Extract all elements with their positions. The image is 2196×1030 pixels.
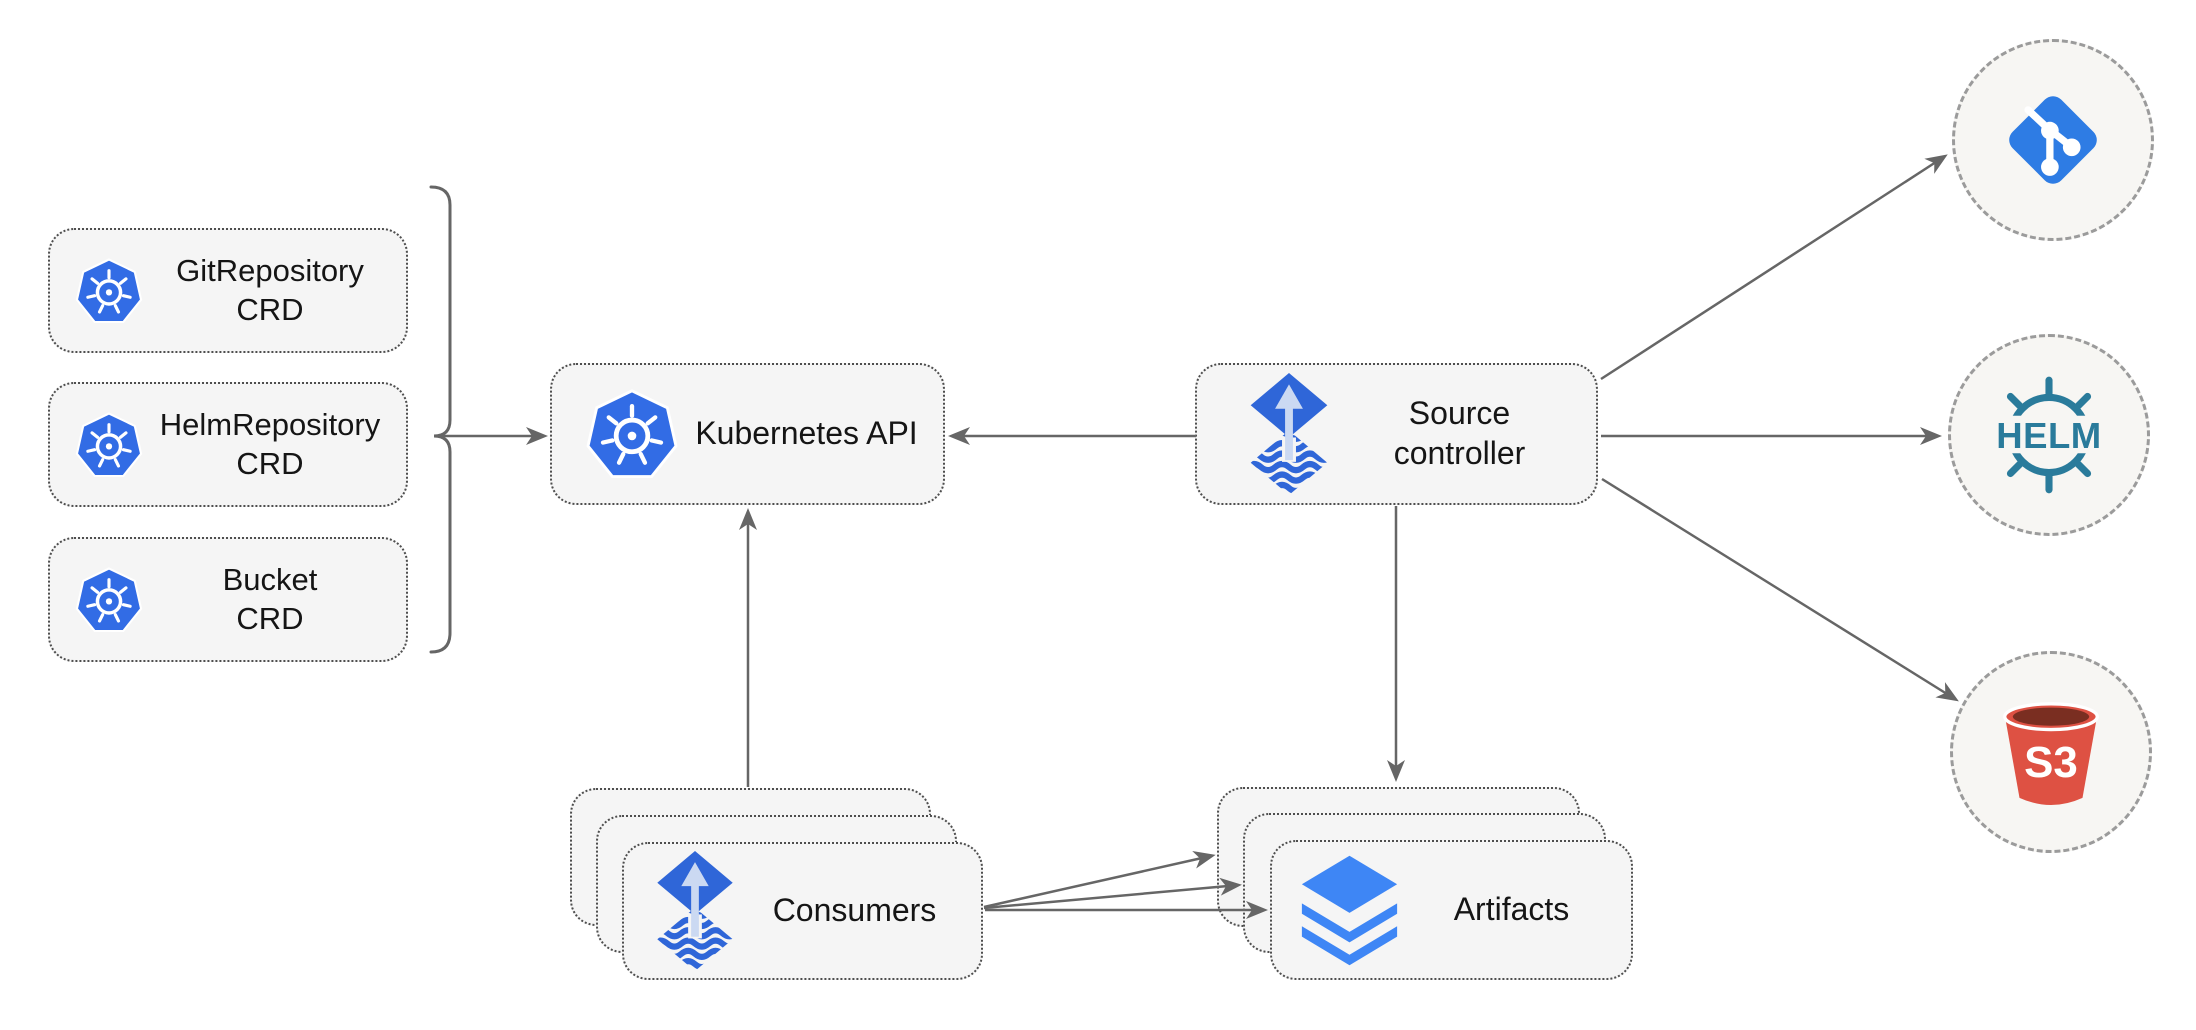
kubernetes-icon — [74, 255, 144, 327]
s3-label: S3 — [2024, 738, 2078, 787]
arrow-source-to-git — [1600, 154, 1948, 381]
node-helm-endpoint: HELM — [1948, 334, 2150, 536]
s3-bucket-icon: S3 — [1993, 689, 2109, 815]
kubernetes-api-label: Kubernetes API — [695, 415, 918, 452]
source-label-line2: controller — [1393, 435, 1526, 471]
consumers-label: Consumers — [772, 892, 937, 929]
arrow-consumers-to-artifacts-2 — [983, 877, 1242, 910]
crd-group-bracket — [429, 185, 452, 654]
crd-label-line2: CRD — [236, 291, 304, 327]
artifacts-label: Artifacts — [1453, 891, 1570, 928]
crd-label-line2: CRD — [236, 600, 304, 636]
kubernetes-icon — [74, 409, 144, 481]
source-label-line1: Source — [1408, 395, 1511, 432]
node-consumers: Consumers — [622, 842, 983, 980]
helm-icon: HELM — [1978, 364, 2120, 506]
node-kubernetes-api: Kubernetes API — [550, 363, 945, 505]
flux-icon — [1245, 373, 1333, 495]
node-artifacts: Artifacts — [1270, 840, 1633, 980]
layers-icon — [1297, 850, 1402, 970]
kubernetes-icon — [74, 564, 144, 636]
git-icon — [2001, 88, 2105, 192]
helm-label: HELM — [1996, 415, 2101, 456]
crd-label-line2: CRD — [236, 445, 304, 481]
crd-label-line1: Bucket — [222, 562, 318, 598]
crd-label-line1: HelmRepository — [159, 407, 381, 443]
arrow-consumers-to-artifacts-1 — [983, 850, 1216, 909]
flux-icon — [652, 851, 738, 971]
node-s3-endpoint: S3 — [1950, 651, 2152, 853]
arrow-source-to-s3 — [1601, 477, 1959, 702]
kubernetes-icon — [584, 385, 680, 483]
node-git-endpoint — [1952, 39, 2154, 241]
crd-label-line1: GitRepository — [176, 253, 364, 289]
